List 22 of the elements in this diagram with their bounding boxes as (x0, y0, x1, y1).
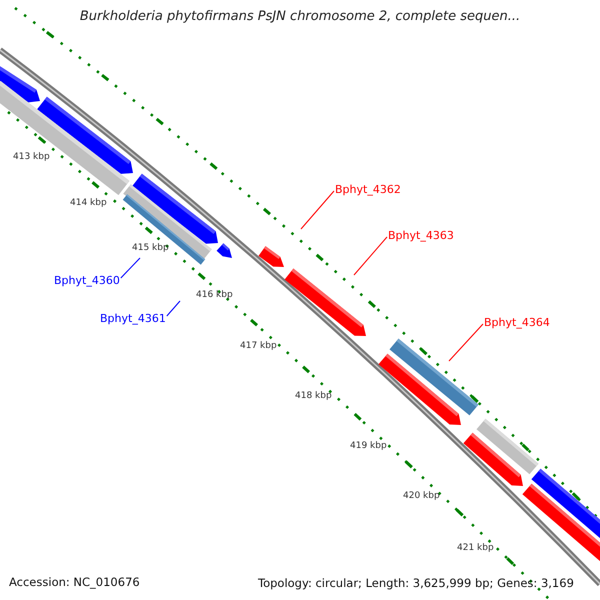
leader-line (448, 324, 484, 362)
scale-label: 419 kbp (350, 442, 387, 451)
gene-label: Bphyt_4363 (388, 230, 454, 241)
scale-label: 417 kbp (240, 342, 277, 351)
gene-label: Bphyt_4364 (484, 317, 550, 328)
scale-label: 416 kbp (196, 291, 233, 300)
scale-label: 418 kbp (295, 392, 332, 401)
scale-label: 421 kbp (457, 544, 494, 553)
scale-label: 415 kbp (132, 244, 169, 253)
leader-line (300, 190, 334, 230)
leader-line (120, 258, 140, 278)
scale-label: 414 kbp (70, 199, 107, 208)
gene-label: Bphyt_4361 (100, 313, 166, 324)
gene-label: Bphyt_4360 (54, 275, 120, 286)
leader-line (166, 300, 180, 316)
gene-label: Bphyt_4362 (335, 184, 401, 195)
chart-title: Burkholderia phytofirmans PsJN chromosome 2, complete sequen... (78, 10, 522, 23)
scale-label: 420 kbp (403, 492, 440, 501)
scale-label: 413 kbp (13, 153, 50, 162)
info-text: Accession: NC_010676 (9, 577, 140, 588)
leader-line (354, 236, 388, 276)
info-text: Topology: circular; Length: 3,625,999 bp; Genes: 3,169 (258, 578, 574, 590)
